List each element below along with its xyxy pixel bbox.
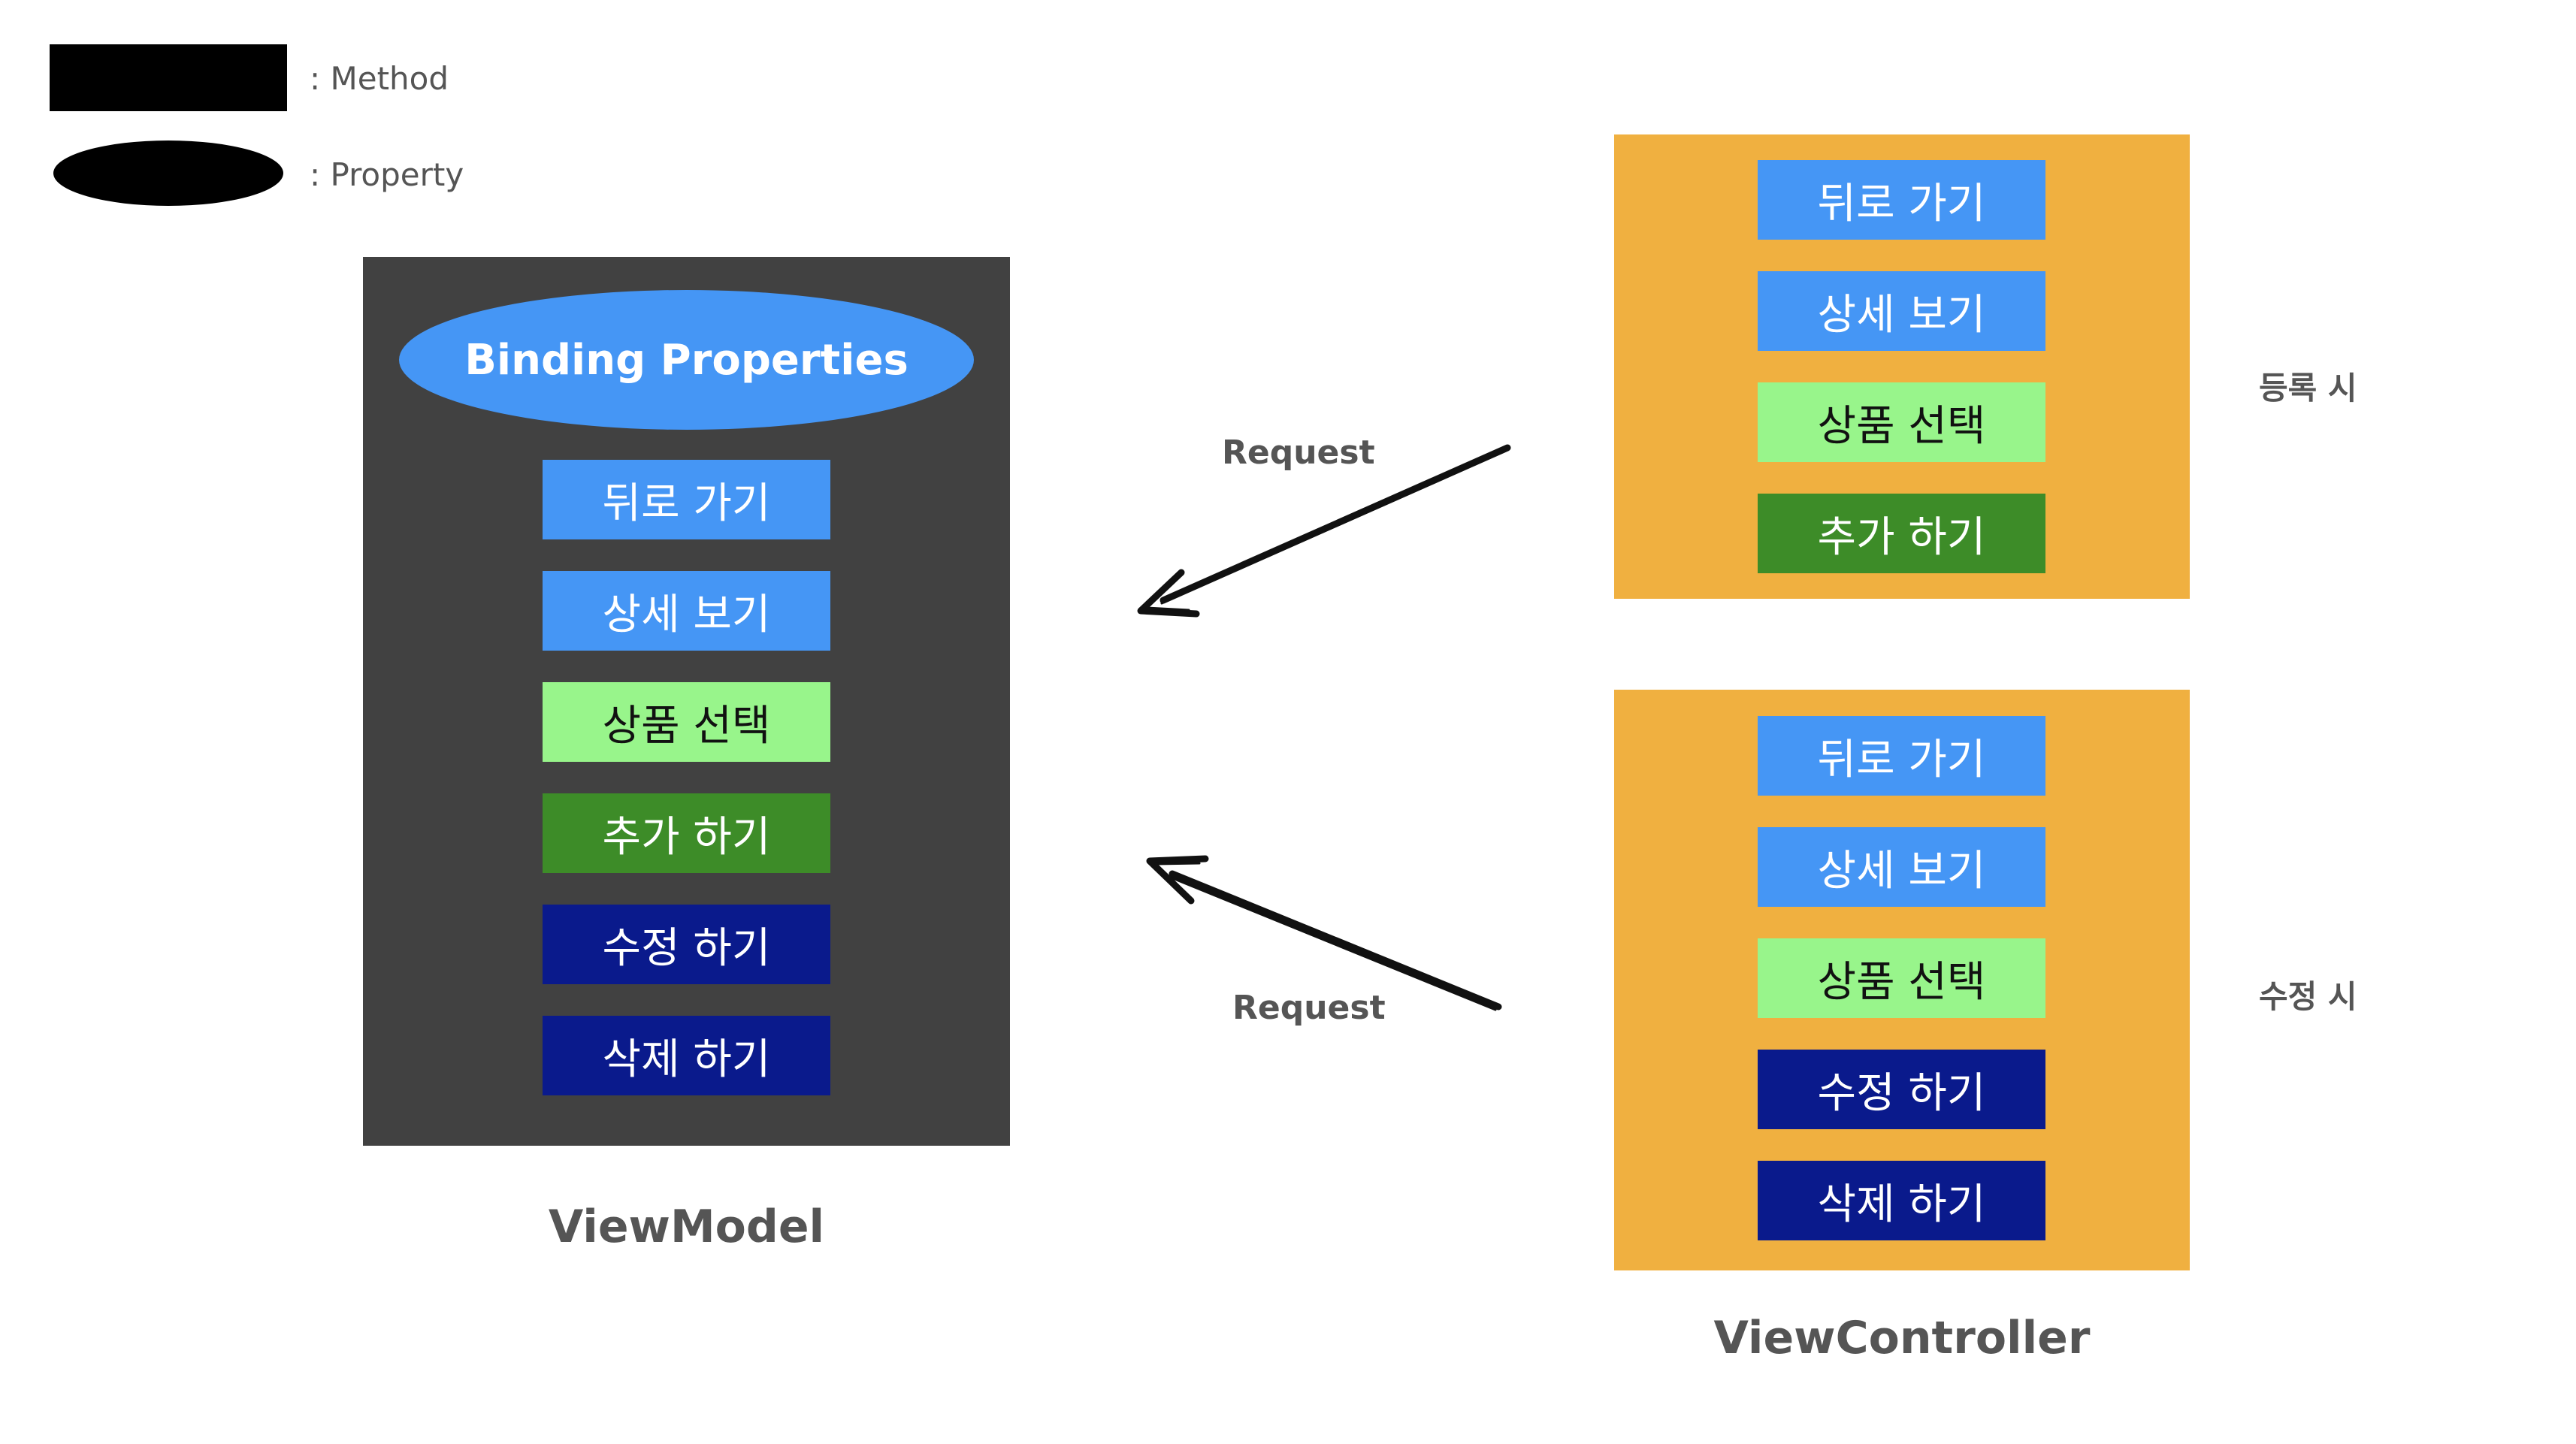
request-label-bottom: Request [1232, 989, 1386, 1027]
viewmodel-method-1: 상세 보기 [543, 571, 830, 651]
method-label: 상세 보기 [1817, 290, 1986, 340]
edit-method-4: 삭제 하기 [1758, 1161, 2045, 1240]
method-label: 수정 하기 [602, 923, 771, 973]
register-method-2: 상품 선택 [1758, 382, 2045, 462]
edit-method-3: 수정 하기 [1758, 1050, 2045, 1129]
legend-method-label: : Method [310, 60, 449, 97]
edit-method-1: 상세 보기 [1758, 827, 2045, 907]
method-label: 추가 하기 [602, 812, 771, 862]
register-method-1: 상세 보기 [1758, 271, 2045, 351]
method-label: 상품 선택 [602, 701, 771, 751]
method-label: 뒤로 가기 [602, 479, 771, 528]
method-label: 뒤로 가기 [1817, 735, 1986, 784]
method-label: 상세 보기 [602, 590, 771, 639]
edit-method-2: 상품 선택 [1758, 938, 2045, 1018]
method-label: 상품 선택 [1817, 401, 1986, 451]
method-label: 상세 보기 [1817, 846, 1986, 896]
legend-property-label: : Property [310, 156, 464, 193]
binding-properties-label: Binding Properties [464, 335, 909, 385]
viewmodel-method-3: 추가 하기 [543, 793, 830, 873]
viewmodel-method-2: 상품 선택 [543, 682, 830, 762]
viewmodel-method-4: 수정 하기 [543, 905, 830, 984]
register-method-3: 추가 하기 [1758, 494, 2045, 573]
method-label: 수정 하기 [1817, 1068, 1986, 1118]
register-method-0: 뒤로 가기 [1758, 160, 2045, 240]
binding-properties: Binding Properties [399, 290, 974, 430]
viewmodel-method-5: 삭제 하기 [543, 1016, 830, 1095]
legend-method-swatch [50, 44, 287, 111]
register-mode-label: 등록 시 [2259, 370, 2357, 406]
method-label: 상품 선택 [1817, 957, 1986, 1007]
method-label: 삭제 하기 [1817, 1180, 1986, 1229]
edit-mode-label: 수정 시 [2259, 978, 2357, 1015]
viewcontroller-caption: ViewController [1713, 1312, 2091, 1364]
method-label: 추가 하기 [1817, 512, 1986, 562]
viewmodel-caption: ViewModel [548, 1201, 825, 1253]
viewmodel-method-0: 뒤로 가기 [543, 460, 830, 539]
request-label-top: Request [1222, 434, 1375, 472]
legend-property-swatch [53, 140, 283, 206]
method-label: 삭제 하기 [602, 1035, 771, 1084]
request-arrow-top [1137, 444, 1511, 618]
request-arrow-bottom [1146, 855, 1502, 1011]
method-label: 뒤로 가기 [1817, 179, 1986, 228]
edit-method-0: 뒤로 가기 [1758, 716, 2045, 796]
